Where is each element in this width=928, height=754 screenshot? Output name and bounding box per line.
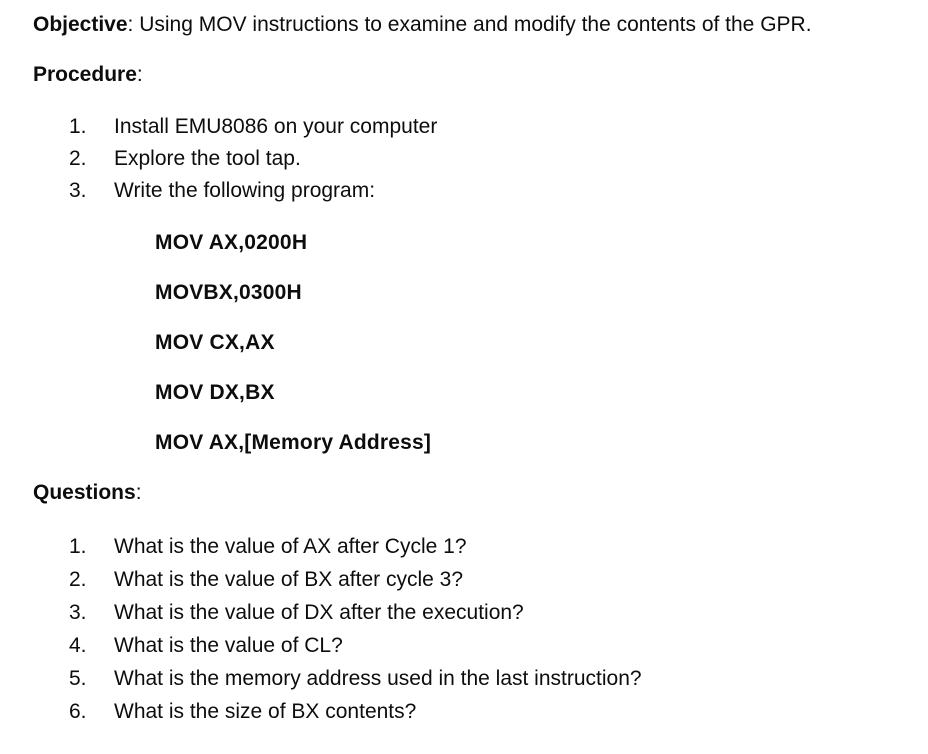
list-item: 6. What is the size of BX contents?: [33, 699, 910, 725]
program-line: MOV AX,[Memory Address]: [155, 431, 432, 454]
list-item-text: What is the value of DX after the execut…: [114, 601, 524, 624]
list-item: 1. Install EMU8086 on your computer: [33, 114, 910, 140]
list-item-text: What is the value of BX after cycle 3?: [114, 568, 464, 591]
program-block: MOV AX,0200H MOVBX,0300H MOV CX,AX MOV D…: [33, 210, 910, 456]
list-item: 3. What is the value of DX after the exe…: [33, 600, 910, 626]
objective-line: Objective: Using MOV instructions to exa…: [33, 12, 910, 38]
program-line: MOVBX,0300H: [155, 281, 302, 304]
procedure-label: Procedure: [33, 63, 137, 86]
list-item: 5. What is the memory address used in th…: [33, 666, 910, 692]
list-item: 1. What is the value of AX after Cycle 1…: [33, 534, 910, 560]
procedure-list: 1. Install EMU8086 on your computer 2. E…: [33, 114, 910, 204]
questions-label: Questions: [33, 481, 136, 504]
list-item-text: What is the size of BX contents?: [114, 700, 417, 723]
list-item-text: What is the memory address used in the l…: [114, 667, 642, 690]
list-item-text: Explore the tool tap.: [114, 147, 301, 170]
list-item-number: 3.: [69, 179, 87, 202]
list-item: 2. What is the value of BX after cycle 3…: [33, 567, 910, 593]
list-item-number: 1.: [69, 535, 87, 558]
list-item: 2. Explore the tool tap.: [33, 146, 910, 172]
questions-heading: Questions:: [33, 480, 910, 506]
program-line: MOV AX,0200H: [155, 231, 308, 254]
list-item-text: What is the value of AX after Cycle 1?: [114, 535, 467, 558]
questions-colon: :: [135, 481, 142, 504]
list-item: 3. Write the following program:: [33, 178, 910, 204]
program-line: MOV CX,AX: [155, 331, 275, 354]
objective-text: : Using MOV instructions to examine and …: [127, 13, 812, 36]
objective-label: Objective: [33, 13, 128, 36]
program-line: MOV DX,BX: [155, 381, 275, 404]
list-item-text: Write the following program:: [114, 179, 376, 202]
questions-list: 1. What is the value of AX after Cycle 1…: [33, 534, 910, 725]
procedure-colon: :: [136, 63, 143, 86]
list-item-number: 1.: [69, 115, 87, 138]
list-item-number: 6.: [69, 700, 87, 723]
list-item-text: Install EMU8086 on your computer: [114, 115, 438, 138]
list-item-number: 5.: [69, 667, 87, 690]
procedure-heading: Procedure:: [33, 62, 910, 88]
list-item-text: What is the value of CL?: [114, 634, 343, 657]
list-item-number: 4.: [69, 634, 87, 657]
list-item-number: 2.: [69, 568, 87, 591]
list-item: 4. What is the value of CL?: [33, 633, 910, 659]
list-item-number: 2.: [69, 147, 87, 170]
list-item-number: 3.: [69, 601, 87, 624]
